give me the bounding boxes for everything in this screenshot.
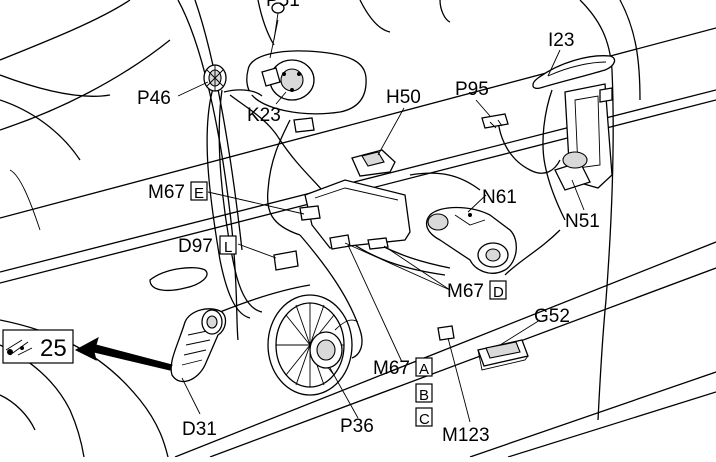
part-n61-window-motor xyxy=(425,206,517,274)
part-m123-connector xyxy=(437,325,455,341)
label-m67e-code: M67 xyxy=(148,182,185,203)
label-m67d-code: M67 xyxy=(447,281,484,302)
leader-lines xyxy=(177,19,585,423)
label-p46: P46 xyxy=(137,88,171,109)
labels: P51 P46 K23 H50 P95 I23 M67 E N61 N51 D9… xyxy=(40,0,600,446)
label-n61: N61 xyxy=(482,187,517,208)
label-d97-box xyxy=(219,235,237,255)
label-m67d-box xyxy=(489,280,507,300)
part-k23-connector xyxy=(293,117,315,133)
label-h50: H50 xyxy=(386,87,421,108)
label-ref-25: 25 xyxy=(40,335,67,362)
label-m67a-suffix: A xyxy=(419,361,429,378)
label-i23: I23 xyxy=(548,30,574,51)
part-d31-grommet xyxy=(170,308,227,383)
label-k23: K23 xyxy=(247,105,281,126)
part-n51-lock xyxy=(554,83,613,191)
wiring-harness xyxy=(206,84,566,359)
label-c-suffix: C xyxy=(419,411,430,428)
part-p36-speaker xyxy=(267,294,359,396)
label-n51: N51 xyxy=(565,211,600,232)
ref-box-25 xyxy=(2,329,173,371)
part-k23-mirror xyxy=(223,50,367,115)
label-m67e-suffix: E xyxy=(194,185,204,202)
label-m67a-box xyxy=(415,357,433,377)
part-g52-light xyxy=(477,339,529,371)
part-m67-control-unit xyxy=(299,179,411,250)
label-m123: M123 xyxy=(442,425,490,446)
label-m67d-suffix: D xyxy=(493,284,504,301)
door-handle-recess xyxy=(149,267,208,292)
label-p36: P36 xyxy=(340,416,374,437)
part-i23-handle xyxy=(532,55,616,90)
label-d31: D31 xyxy=(182,419,217,440)
label-m67a-code: M67 xyxy=(373,358,410,379)
part-p95-connector xyxy=(481,113,509,129)
part-p46-tweeter xyxy=(203,64,227,92)
label-d97-code: D97 xyxy=(178,236,213,257)
label-p95: P95 xyxy=(455,79,489,100)
label-d97-suffix: L xyxy=(224,239,232,256)
label-g52: G52 xyxy=(534,306,570,327)
label-c-box xyxy=(415,407,433,427)
label-b-box xyxy=(415,383,433,403)
label-p51-partial: P51 xyxy=(266,0,300,11)
part-d97-connector xyxy=(273,250,299,271)
part-h50-light xyxy=(351,149,396,177)
label-b-suffix: B xyxy=(419,387,429,404)
label-m67e-box xyxy=(190,181,208,201)
